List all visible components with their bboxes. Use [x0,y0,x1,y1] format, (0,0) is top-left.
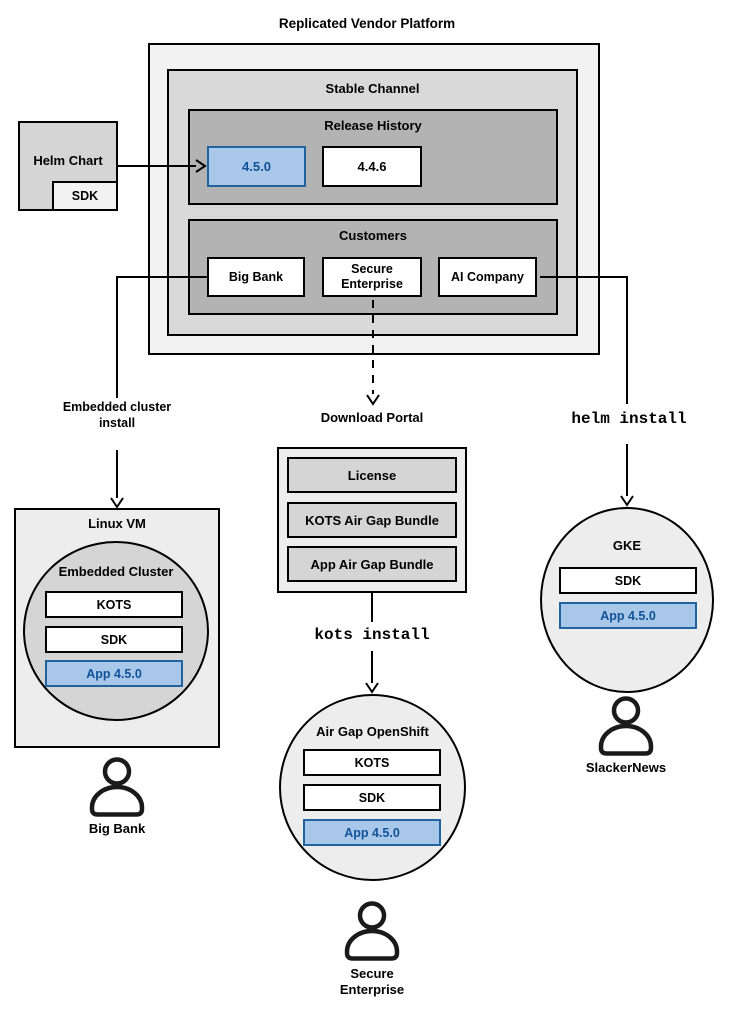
helm-install-label: helm install [571,410,687,428]
diagram-title: Replicated Vendor Platform [278,16,456,31]
airgap-sdk: SDK [303,784,441,811]
portal-license: License [287,457,457,493]
gke-title: GKE [612,538,642,553]
customer-big-bank: Big Bank [207,257,305,297]
airgap-app: App 4.5.0 [303,819,441,846]
stable-channel-title: Stable Channel [325,81,420,96]
embedded-cluster-sdk: SDK [45,626,183,653]
release-history-title: Release History [324,118,422,133]
airgap-openshift-title: Air Gap OpenShift [316,724,429,739]
download-portal-arrowhead-icon [366,394,380,406]
embedded-install-label-line2: install [98,416,136,430]
kots-install-arrowhead-icon [365,682,379,694]
linux-vm-title: Linux VM [88,516,146,531]
kots-install-label: kots install [314,626,430,644]
embedded-cluster-app: App 4.5.0 [45,660,183,687]
release-version-446: 4.4.6 [322,146,422,187]
embedded-cluster-title: Embedded Cluster [58,564,174,579]
slackernews-person-icon [598,696,654,756]
secure-enterprise-person-icon [344,901,400,961]
embedded-install-label-line1: Embedded cluster [62,400,172,414]
portal-kots-airgap-bundle: KOTS Air Gap Bundle [287,502,457,538]
embedded-install-arrowhead-icon [110,497,124,509]
gke-app: App 4.5.0 [559,602,697,629]
portal-app-airgap-bundle: App Air Gap Bundle [287,546,457,582]
customer-ai-company: AI Company [438,257,537,297]
helm-install-arrowhead-icon [620,495,634,507]
gke-circle [540,507,714,693]
helm-chart-label: Helm Chart [33,153,103,168]
gke-sdk: SDK [559,567,697,594]
download-portal-title: Download Portal [320,410,424,425]
big-bank-person-icon [89,757,145,817]
slackernews-persona-label: SlackerNews [585,760,667,775]
helm-chart-sdk-box: SDK [52,181,118,211]
embedded-cluster-kots: KOTS [45,591,183,618]
customers-title: Customers [339,228,407,243]
embedded-install-label: Embedded cluster install [47,399,187,431]
big-bank-persona-label: Big Bank [88,821,146,836]
airgap-kots: KOTS [303,749,441,776]
release-version-450: 4.5.0 [207,146,306,187]
secure-enterprise-persona-label: Secure Enterprise [339,966,405,997]
customer-secure-enterprise: Secure Enterprise [322,257,422,297]
